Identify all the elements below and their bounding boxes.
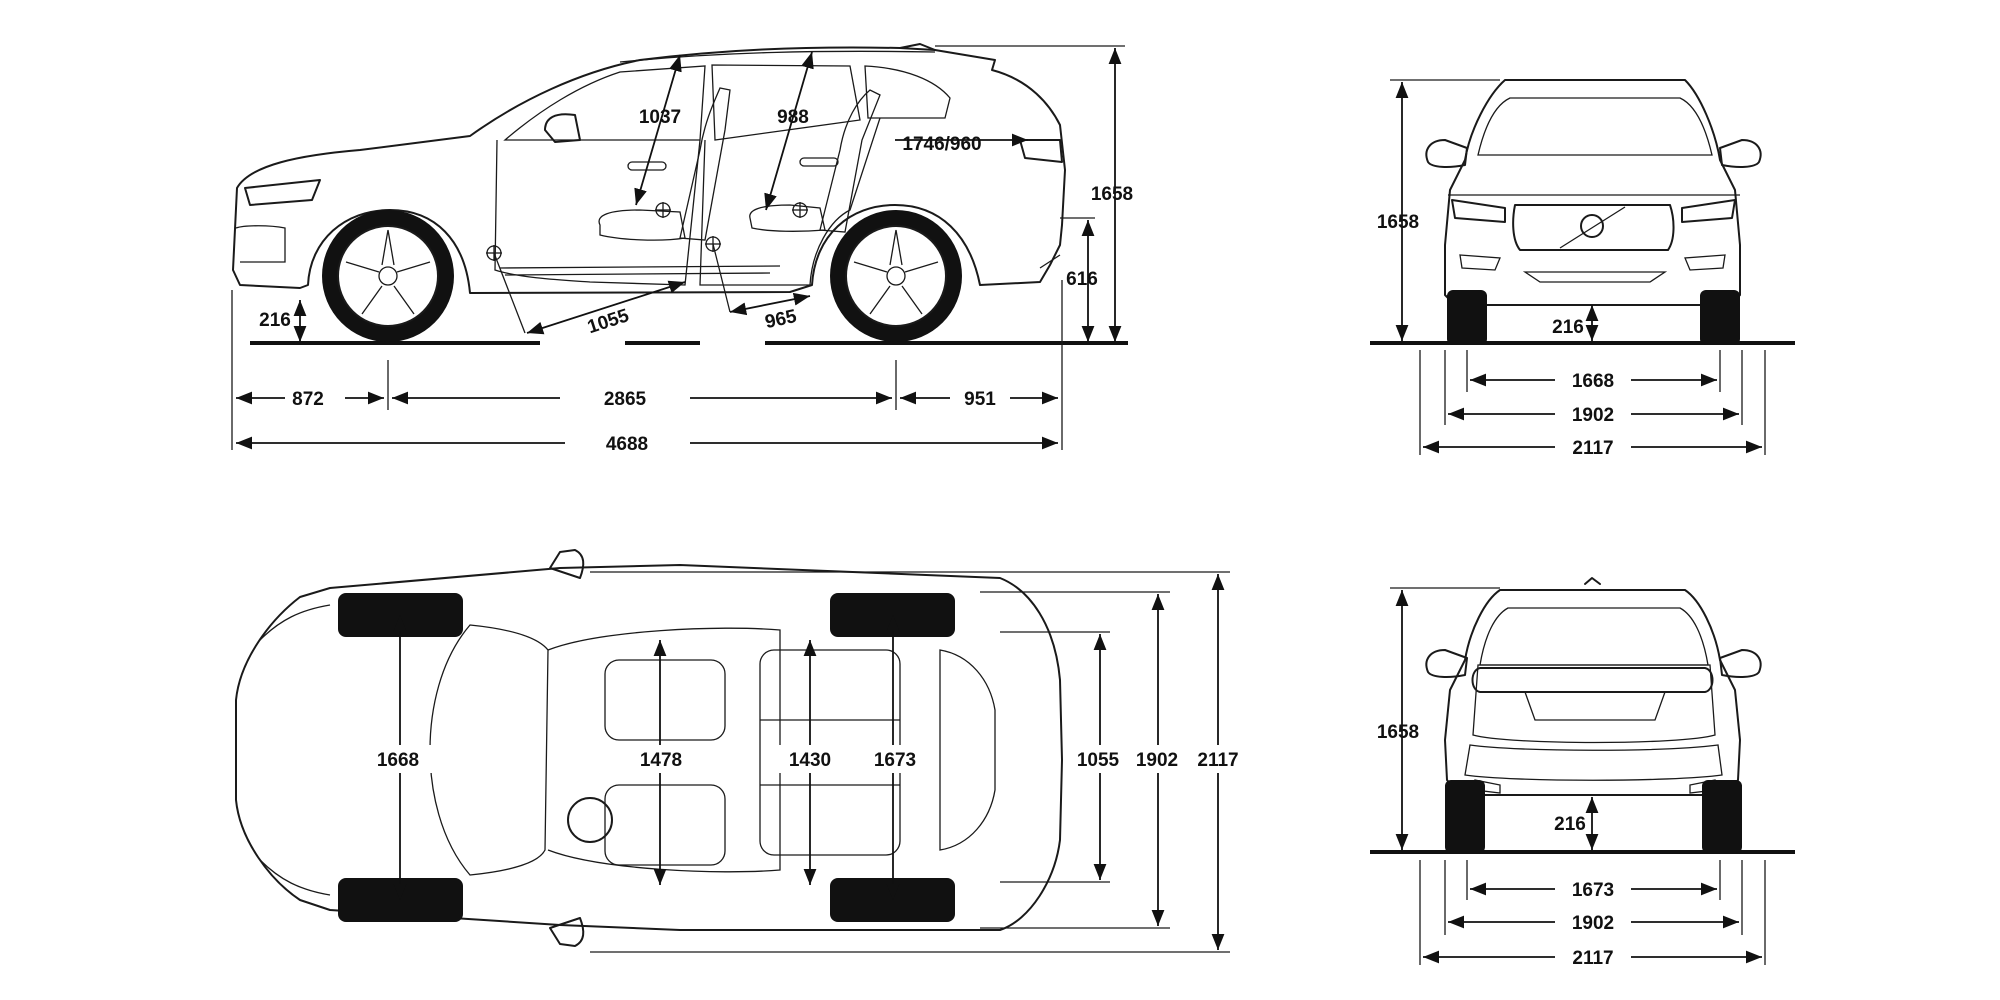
side-rear-overhang-label: 951: [964, 389, 996, 410]
side-body-outline: [232, 46, 1066, 294]
rear-width-label: 1902: [1572, 913, 1614, 934]
side-height-label: 1658: [1091, 184, 1133, 205]
top-front-track-label: 1668: [377, 750, 419, 771]
rear-track-label: 1673: [1572, 880, 1614, 901]
top-shoulder-front-label: 1478: [640, 750, 682, 771]
side-legroom-front-label: 1055: [585, 305, 632, 338]
side-legroom-rear-label: 965: [763, 306, 799, 333]
top-rear-track-label: 1673: [874, 750, 916, 771]
top-body-outline: [235, 564, 1063, 931]
side-view: 1037 988 1746/960 1658 616 216 1055 965 …: [231, 43, 1133, 455]
front-ground-clearance-label: 216: [1552, 317, 1584, 338]
side-length-label: 4688: [606, 434, 648, 455]
front-grille: [1512, 204, 1675, 251]
front-track-label: 1668: [1572, 371, 1614, 392]
top-width-label: 1902: [1136, 750, 1178, 771]
front-width-label: 1902: [1572, 405, 1614, 426]
side-windows: [503, 64, 951, 141]
rear-height-label: 1658: [1377, 722, 1419, 743]
front-height-label: 1658: [1377, 212, 1419, 233]
rear-tailgate: [1472, 664, 1716, 744]
top-view: 1668 1478 1430 1673 1055 1902 2117: [235, 549, 1252, 953]
top-width-mirrors-label: 2117: [1197, 750, 1238, 771]
side-front-wheel: [322, 210, 454, 342]
rear-view: 1658 216 1673 1902 2117: [1370, 577, 1795, 970]
side-wheelbase-label: 2865: [604, 389, 647, 410]
side-ground-clearance-label: 216: [259, 310, 291, 331]
side-headroom-front-label: 1037: [639, 107, 681, 128]
top-shoulder-rear-label: 1430: [789, 750, 831, 771]
rear-ground-clearance-label: 216: [1554, 814, 1586, 835]
rear-width-mirrors-label: 2117: [1572, 948, 1613, 969]
front-view: 1658 216 1668 1902 2117: [1370, 79, 1795, 461]
side-rear-wheel: [830, 210, 962, 342]
top-cargo-width-label: 1055: [1077, 750, 1120, 771]
front-width-mirrors-label: 2117: [1572, 438, 1613, 459]
side-headroom-rear-label: 988: [777, 107, 809, 128]
side-front-overhang-label: 872: [292, 389, 324, 410]
side-cargo-length-label: 1746/960: [902, 134, 981, 155]
side-616-label: 616: [1066, 269, 1098, 290]
